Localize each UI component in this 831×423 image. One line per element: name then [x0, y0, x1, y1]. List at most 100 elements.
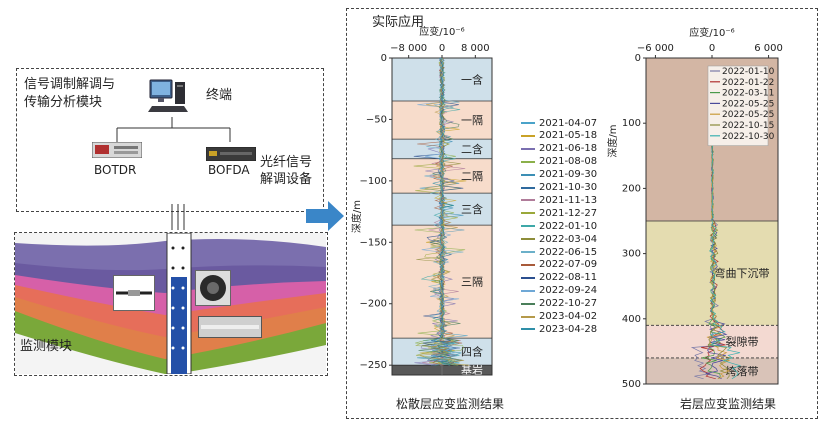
botdr-device-icon — [91, 141, 143, 159]
legend-label: 2022-08-11 — [539, 272, 598, 284]
y-tick-label-2: 200 — [622, 183, 641, 194]
legend-swatch — [521, 199, 535, 202]
legend-label-2: 2022-03-11 — [722, 89, 774, 99]
module-connectors — [116, 117, 231, 230]
legend-label-0: 2022-01-10 — [722, 67, 775, 77]
y-tick-label-0: 0 — [381, 53, 387, 64]
x-tick-label-1: 0 — [709, 43, 715, 54]
legend-label: 2023-04-02 — [539, 311, 598, 322]
legend-swatch — [521, 147, 535, 150]
monitor-label: 监测模块 — [20, 339, 73, 354]
legend-entry: 2022-06-15 — [521, 246, 597, 258]
layer-label-4: 三含 — [461, 202, 483, 216]
x-tick-label-2: 6 000 — [754, 43, 783, 54]
x-tick-label-1: 0 — [439, 43, 445, 54]
legend-swatch — [521, 263, 535, 266]
layer-label-7: 基岩 — [461, 363, 483, 377]
legend-swatch — [521, 186, 535, 189]
legend-label: 2022-01-10 — [539, 220, 598, 232]
arrow-right-icon — [306, 201, 344, 231]
botdr-label: BOTDR — [94, 163, 137, 177]
caption-loose-layer: 松散层应变监测结果 — [396, 397, 505, 411]
legend-label-3: 2022-05-25 — [722, 99, 774, 109]
legend-swatch — [521, 315, 535, 318]
legend-entry: 2022-08-11 — [521, 272, 597, 284]
terminal-label: 终端 — [206, 88, 233, 103]
sensor-head-photo — [195, 270, 231, 306]
results-panel — [346, 8, 818, 419]
legend-label: 2022-07-09 — [539, 259, 598, 271]
legend-label: 2021-06-18 — [539, 143, 598, 155]
legend-swatch — [521, 173, 535, 176]
y-tick-label-4: −200 — [360, 299, 387, 310]
legend-label: 2021-09-30 — [539, 169, 598, 181]
legend-swatch — [521, 328, 535, 331]
y-axis-label: 深度/m — [350, 200, 363, 233]
device-label-line1: 光纤信号 — [260, 155, 313, 170]
y-tick-label-1: 100 — [622, 118, 641, 129]
layer-label-3: 垮落带 — [726, 364, 759, 378]
legend-swatch — [521, 289, 535, 292]
x-axis-label: 应变/10⁻⁶ — [689, 26, 734, 39]
computer-icon — [148, 76, 198, 116]
x-tick-label-0: −6 000 — [637, 43, 674, 54]
legend-label: 2021-05-18 — [539, 130, 598, 142]
bofda-label: BOFDA — [208, 163, 250, 177]
legend-swatch — [521, 134, 535, 137]
strata-cross-section — [15, 233, 326, 374]
legend-entry: 2022-03-04 — [521, 233, 597, 245]
series-line-13 — [417, 57, 464, 366]
legend-entry: 2021-09-30 — [521, 169, 597, 181]
legend-label: 2022-06-15 — [539, 246, 598, 258]
legend-label: 2022-10-27 — [539, 298, 598, 310]
legend-entry: 2021-05-18 — [521, 130, 597, 142]
series-line-15 — [419, 57, 465, 366]
y-tick-label-5: −250 — [360, 360, 387, 371]
bofda-device-icon — [205, 146, 257, 162]
legend-label: 2021-12-27 — [539, 207, 598, 219]
legend-label: 2021-11-13 — [539, 194, 598, 206]
layer-label-1: 弯曲下沉带 — [715, 266, 770, 280]
legend-swatch — [521, 251, 535, 253]
module-title-line1: 信号调制解调与 — [24, 77, 116, 92]
y-tick-label-2: −100 — [360, 176, 387, 187]
legend-swatch — [521, 302, 535, 305]
fiber-cable-photo — [113, 275, 155, 311]
legend-entry: 2022-09-24 — [521, 285, 597, 297]
layer-label-2: 二含 — [461, 142, 483, 156]
legend-entry: 2021-11-13 — [521, 194, 597, 206]
legend-label: 2022-09-24 — [539, 285, 598, 297]
y-tick-label-0: 0 — [635, 53, 641, 64]
module-title-line2: 传输分析模块 — [24, 95, 103, 110]
legend-entry: 2021-08-08 — [521, 156, 597, 168]
fiber-sensors — [171, 246, 185, 350]
panel-title: 实际应用 — [372, 15, 425, 30]
series-line-16 — [417, 57, 462, 366]
legend-label: 2023-04-28 — [539, 323, 598, 335]
layer-label-3: 二隔 — [461, 170, 483, 183]
legend-swatch — [521, 122, 535, 124]
legend-entry: 2021-04-07 — [521, 117, 597, 129]
caption-rock-layer: 岩层应变监测结果 — [680, 397, 777, 411]
legend-box — [707, 65, 769, 146]
y-tick-label-1: −50 — [366, 114, 387, 125]
layer-label-2: 裂隙带 — [726, 335, 759, 349]
legend-swatch — [521, 212, 535, 215]
legend-label: 2021-10-30 — [539, 182, 598, 193]
legend-entry: 2023-04-28 — [521, 323, 597, 335]
y-tick-label-4: 400 — [622, 314, 641, 325]
legend-entry: 2021-10-30 — [521, 182, 597, 194]
layer-label-6: 四含 — [461, 345, 483, 359]
legend-entry: 2021-12-27 — [521, 207, 597, 219]
x-axis-label: 应变/10⁻⁶ — [419, 25, 464, 38]
legend-entry: 2022-07-09 — [521, 259, 597, 271]
legend-entry: 2022-10-27 — [521, 298, 597, 310]
legend-swatch — [521, 276, 535, 279]
legend-label-1: 2022-01-22 — [722, 78, 774, 88]
y-axis-label: 深度/m — [606, 124, 619, 157]
legend-label-4: 2022-05-25 — [722, 110, 774, 120]
y-tick-label-5: 500 — [622, 379, 641, 390]
legend-label: 2021-08-08 — [539, 156, 598, 168]
